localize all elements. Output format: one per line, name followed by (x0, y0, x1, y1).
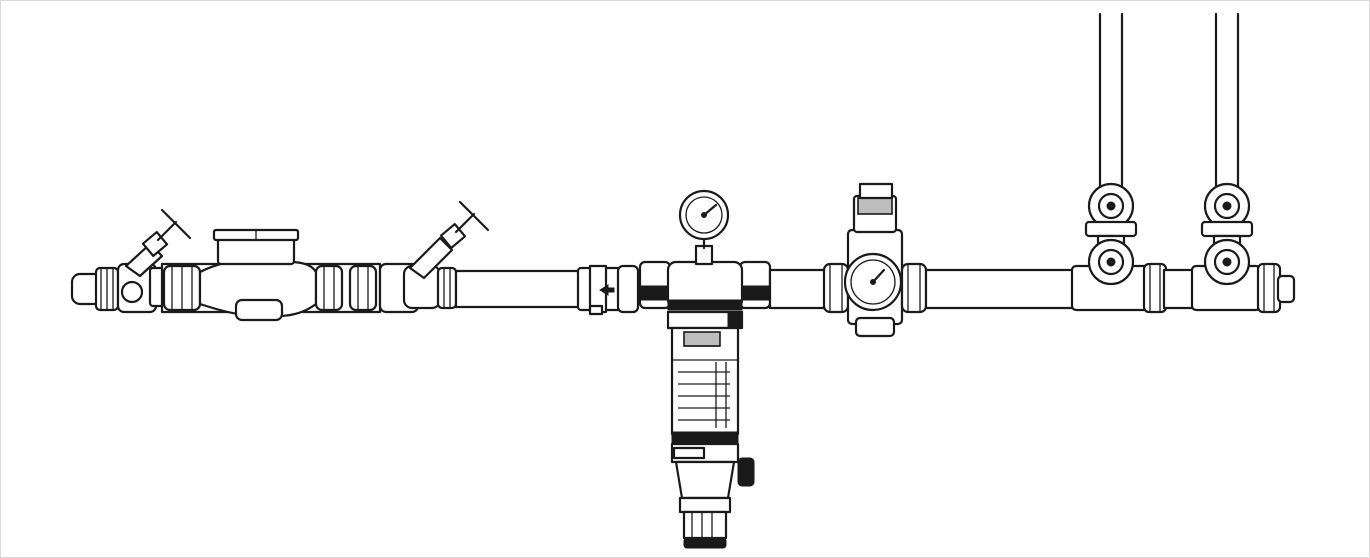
pressure-reducing-valve (822, 182, 928, 338)
connecting-pipe (454, 269, 582, 309)
branch-valve-right (1200, 12, 1254, 286)
short-pipe (768, 268, 828, 310)
water-meter (160, 228, 382, 322)
check-valve (576, 264, 640, 316)
pipe-supply-inlet (70, 266, 120, 312)
shutoff-valve-outlet (378, 200, 490, 314)
shutoff-valve-inlet (116, 208, 192, 314)
branch-valve-left (1084, 12, 1138, 286)
filter-with-pressure-gauge (638, 189, 772, 549)
